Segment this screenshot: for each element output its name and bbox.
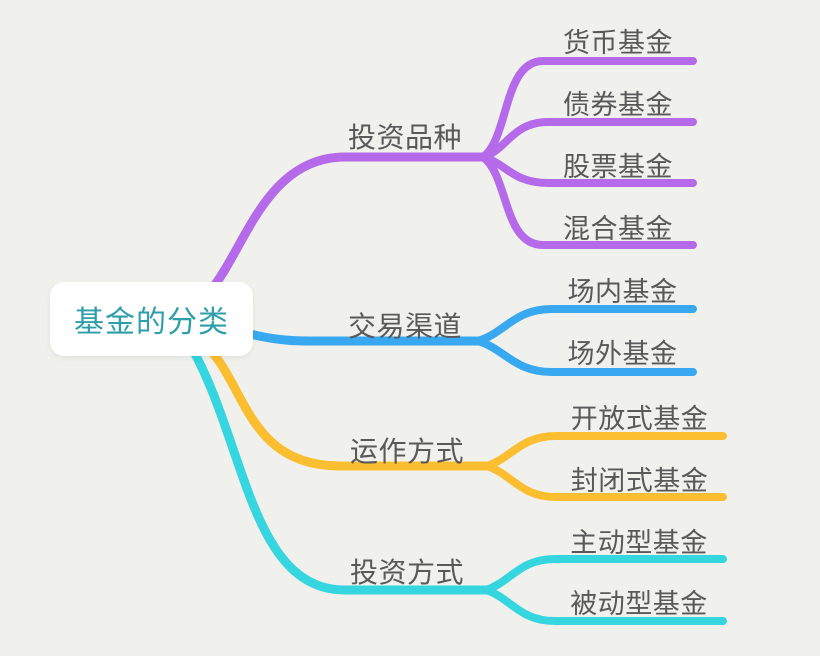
- child-node-off-exchange-fund[interactable]: 场外基金: [567, 339, 678, 369]
- child-node-open-end-fund[interactable]: 开放式基金: [570, 404, 709, 434]
- branch-node-operation-mode[interactable]: 运作方式: [350, 436, 465, 467]
- child-curve-money-fund: [479, 57, 697, 161]
- child-curve-bond-fund: [479, 118, 697, 161]
- child-curve-passive-fund: [482, 586, 727, 625]
- branch-curve-trading-channel: [245, 329, 483, 346]
- child-curve-active-fund: [482, 555, 727, 594]
- child-node-stock-fund[interactable]: 股票基金: [563, 152, 673, 182]
- branch-node-investment-variety[interactable]: 投资品种: [348, 122, 463, 153]
- child-node-money-fund[interactable]: 货币基金: [563, 28, 673, 58]
- child-curve-on-exchange-fund: [474, 305, 697, 345]
- child-curve-open-end-fund: [483, 432, 727, 470]
- branch-curve-investment-method: [189, 347, 491, 595]
- branch-curve-operation-mode: [207, 347, 492, 471]
- child-node-bond-fund[interactable]: 债券基金: [563, 90, 673, 120]
- child-node-closed-end-fund[interactable]: 封闭式基金: [570, 466, 709, 496]
- child-node-active-fund[interactable]: 主动型基金: [570, 528, 708, 558]
- branch-curve-investment-variety: [209, 152, 488, 291]
- child-node-passive-fund[interactable]: 被动型基金: [570, 589, 708, 619]
- child-curve-closed-end-fund: [483, 462, 727, 501]
- child-curve-hybrid-fund: [479, 153, 697, 249]
- child-node-on-exchange-fund[interactable]: 场内基金: [567, 277, 678, 307]
- branch-node-trading-channel[interactable]: 交易渠道: [348, 311, 463, 342]
- child-curve-off-exchange-fund: [474, 337, 697, 376]
- child-node-hybrid-fund[interactable]: 混合基金: [563, 214, 673, 244]
- root-node-fund-classification[interactable]: 基金的分类: [50, 282, 253, 356]
- branch-node-investment-method[interactable]: 投资方式: [350, 557, 465, 588]
